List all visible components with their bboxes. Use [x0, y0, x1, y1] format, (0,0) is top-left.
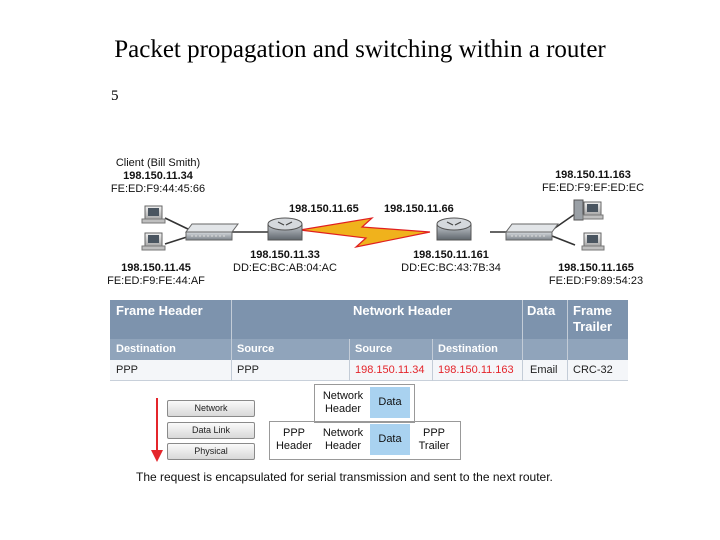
- column-divider: [432, 339, 433, 381]
- router1-lan-label: 198.150.11.33 DD:EC:BC:AB:04:AC: [226, 249, 344, 275]
- trailer-value: CRC-32: [573, 364, 613, 376]
- caption: The request is encapsulated for serial t…: [136, 470, 553, 484]
- host2-label: 198.150.11.45 FE:ED:F9:FE:44:AF: [100, 262, 212, 288]
- net-destination-value: 198.150.11.163: [438, 364, 514, 376]
- data-block: Data: [370, 387, 410, 418]
- net-source-heading: Source: [355, 343, 393, 355]
- router2-lan-mac: DD:EC:BC:43:7B:34: [401, 262, 501, 274]
- server2-mac: FE:ED:F9:89:54:23: [548, 275, 644, 287]
- frame-header-heading: Frame Header: [116, 303, 203, 318]
- router-icon: [267, 217, 303, 241]
- network-header-heading: Network Header: [353, 303, 452, 318]
- server1-label: 198.150.11.163 FE:ED:F9:EF:ED:EC: [534, 169, 652, 195]
- layer-network: Network: [167, 400, 255, 417]
- router1-lan-ip: 198.150.11.33: [250, 249, 320, 261]
- server1-ip: 198.150.11.163: [555, 169, 631, 181]
- host2-mac: FE:ED:F9:FE:44:AF: [107, 275, 205, 287]
- frame-source-heading: Source: [237, 343, 275, 355]
- slide-title: Packet propagation and switching within …: [114, 36, 606, 63]
- column-divider: [567, 300, 568, 381]
- net-destination-heading: Destination: [438, 343, 498, 355]
- host2-ip: 198.150.11.45: [121, 262, 191, 274]
- slide-number: 5: [111, 88, 119, 104]
- table-row: PPP PPP 198.150.11.34 198.150.11.163 Ema…: [110, 360, 628, 381]
- server-computer-icon: [581, 232, 605, 251]
- client-computer-icon: [141, 205, 166, 224]
- column-divider: [349, 339, 350, 381]
- column-divider: [522, 300, 523, 381]
- router2-serial-ip: 198.150.11.66: [384, 203, 454, 215]
- data-value: Email: [530, 364, 558, 376]
- host-computer-icon: [141, 232, 166, 251]
- client-mac: FE:ED:F9:44:45:66: [110, 183, 206, 195]
- switch-icon: [185, 223, 239, 241]
- frame-destination-value: PPP: [116, 364, 139, 376]
- data-heading: Data: [527, 303, 556, 318]
- client-label: Client (Bill Smith) 198.150.11.34 FE:ED:…: [104, 157, 212, 196]
- server-computer-icon: [573, 199, 604, 221]
- layer-physical: Physical: [167, 443, 255, 460]
- network-diagram: [141, 199, 605, 251]
- client-name: Client (Bill Smith): [115, 157, 201, 169]
- table-subheader: Destination Source Source Destination: [110, 339, 628, 360]
- router2-lan-label: 198.150.11.161 DD:EC:BC:43:7B:34: [392, 249, 510, 275]
- network-packet: [314, 384, 415, 423]
- frame-trailer-heading: Frame: [573, 303, 613, 318]
- frame-destination-heading: Destination: [116, 343, 176, 355]
- layer-data-link: Data Link: [167, 422, 255, 439]
- ppp-frame: [269, 421, 461, 460]
- frame-trailer-heading-2: Trailer: [573, 319, 613, 334]
- router2-lan-ip: 198.150.11.161: [413, 249, 489, 261]
- column-divider: [231, 300, 232, 381]
- data-block: Data: [370, 424, 410, 455]
- router-icon: [436, 217, 472, 241]
- server2-label: 198.150.11.165 FE:ED:F9:89:54:23: [540, 262, 652, 288]
- router1-lan-mac: DD:EC:BC:AB:04:AC: [233, 262, 337, 274]
- down-arrow-icon: [151, 398, 163, 462]
- table-header: Frame Header Network Header Data Frame T…: [110, 300, 628, 339]
- router1-serial-ip: 198.150.11.65: [289, 203, 359, 215]
- client-ip: 198.150.11.34: [123, 170, 193, 182]
- net-source-value: 198.150.11.34: [355, 364, 425, 376]
- serial-link: [299, 217, 431, 249]
- server2-ip: 198.150.11.165: [558, 262, 634, 274]
- switch-icon: [505, 223, 559, 241]
- server1-mac: FE:ED:F9:EF:ED:EC: [541, 182, 645, 194]
- frame-source-value: PPP: [237, 364, 260, 376]
